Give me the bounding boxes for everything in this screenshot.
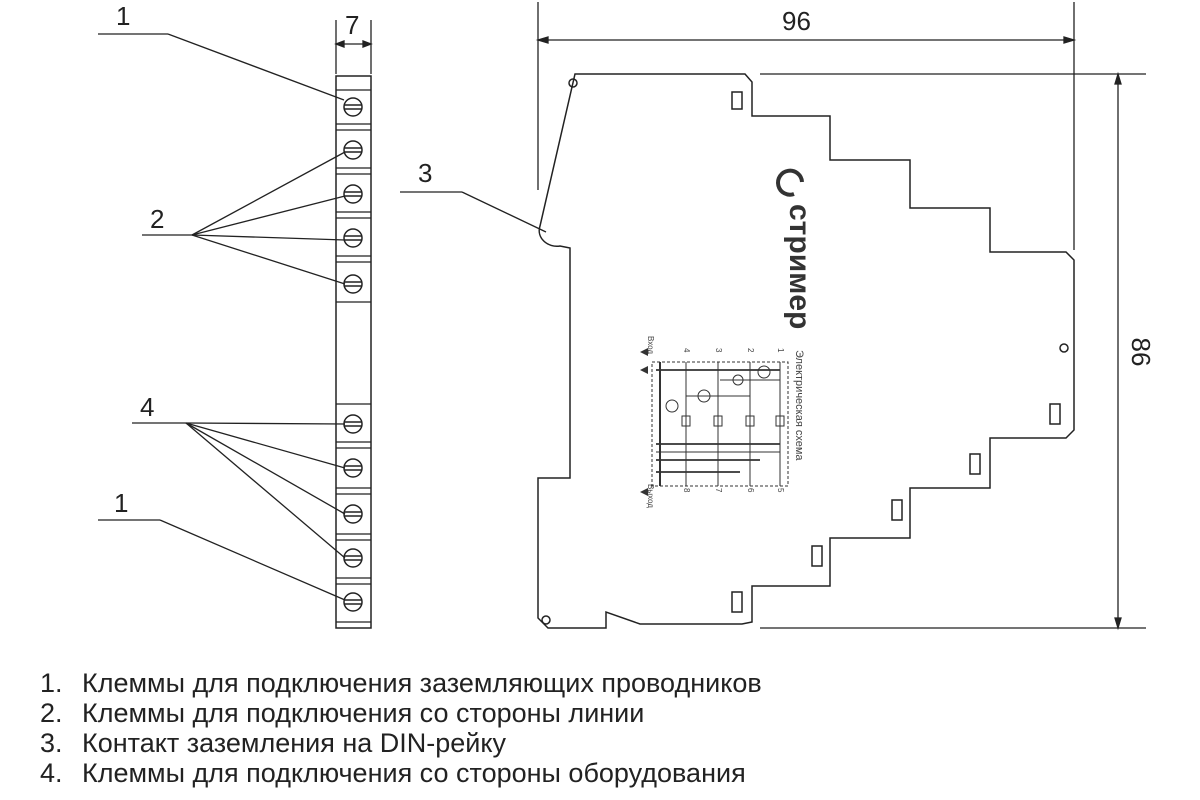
callout-3: 3 [418, 158, 432, 188]
legend-item: 1. Клеммы для подключения заземляющих про… [40, 668, 1160, 698]
screw-icon [343, 548, 363, 568]
brand-logo: стример [776, 168, 816, 329]
terminal-number: 2 [746, 348, 755, 353]
schematic-input-label: Вход [646, 336, 655, 354]
screw-icon [343, 414, 363, 434]
brand-logo-icon [776, 168, 804, 197]
legend-text: Клеммы для подключения со стороны оборуд… [82, 758, 746, 788]
electrical-schematic: Электрическая схема Вход Выход 1 2 3 4 5… [640, 336, 805, 508]
legend-text: Контакт заземления на DIN-рейку [82, 728, 506, 758]
callout-1-top: 1 [116, 1, 130, 31]
legend-text: Клеммы для подключения со стороны линии [82, 698, 645, 728]
terminal-number: 7 [714, 488, 723, 493]
legend-number: 2. [40, 698, 63, 728]
dimension-width-side [334, 20, 373, 74]
legend-number: 4. [40, 758, 63, 788]
side-view [335, 75, 372, 629]
legend-item: 2. Клеммы для подключения со стороны лини… [40, 698, 1160, 728]
screw-icon [343, 592, 363, 612]
side-view-body [335, 75, 372, 629]
terminal-number: 1 [776, 348, 785, 353]
device-front-outline [537, 73, 1075, 629]
legend-number: 1. [40, 668, 63, 698]
legend-item: 3. Контакт заземления на DIN-рейку [40, 728, 1160, 758]
callout-1-top-leader [98, 33, 345, 101]
dimension-height [760, 71, 1146, 631]
schematic-title: Электрическая схема [793, 350, 805, 461]
technical-drawing: 7 1 2 4 1 96 [98, 1, 1156, 631]
callout-2: 2 [150, 204, 164, 234]
screw-icon [343, 184, 363, 204]
terminal-number: 3 [714, 348, 723, 353]
callout-3-leader [400, 191, 547, 233]
terminal-number: 5 [776, 488, 785, 493]
callout-2-leader [142, 151, 346, 285]
terminal-number: 6 [746, 488, 755, 493]
legend: 1. Клеммы для подключения заземляющих про… [40, 668, 1160, 788]
schematic-terminal-numbers: 1 2 3 4 5 6 7 8 [682, 348, 785, 493]
schematic-output-label: Выход [646, 484, 655, 508]
callout-1-bottom-leader [98, 519, 346, 601]
screw-icon [343, 97, 363, 117]
dimension-height-label: 86 [1126, 338, 1156, 367]
screw-icon [343, 140, 363, 160]
brand-name: стример [783, 204, 816, 329]
schematic-lines [651, 361, 789, 487]
screw-icon [343, 228, 363, 248]
dimension-width-front-label: 96 [782, 6, 811, 36]
legend-item: 4. Клеммы для подключения со стороны обор… [40, 758, 1160, 788]
terminal-number: 8 [682, 488, 691, 493]
screw-icon [343, 274, 363, 294]
terminal-number: 4 [682, 348, 691, 353]
callout-1-bottom: 1 [114, 488, 128, 518]
callout-4-leader [132, 422, 346, 559]
screw-icon [343, 458, 363, 478]
schematic-arrows [640, 348, 648, 496]
callout-4: 4 [140, 392, 154, 422]
legend-number: 3. [40, 728, 63, 758]
legend-text: Клеммы для подключения заземляющих прово… [82, 668, 762, 698]
dimension-width-front [535, 2, 1077, 250]
dimension-width-side-label: 7 [345, 10, 359, 40]
screw-icon [343, 504, 363, 524]
